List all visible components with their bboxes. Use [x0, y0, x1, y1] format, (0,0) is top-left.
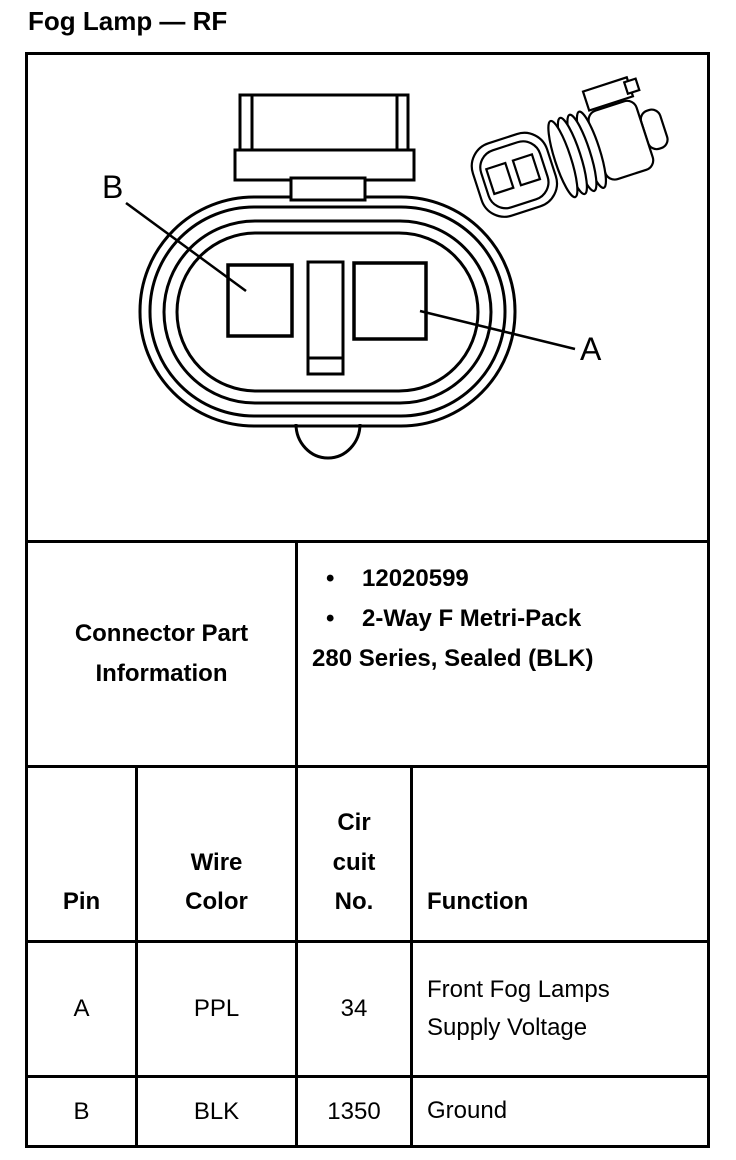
- pin-table-header-row: Pin Wire Color Cir cuit No. Function: [28, 765, 707, 940]
- wire-color-cell: PPL: [138, 943, 298, 1075]
- bullet-icon: •: [326, 565, 335, 592]
- connector-info-content-cell: • 12020599 • 2-Way F Metri-Pack 280 Seri…: [298, 543, 707, 765]
- connector-seal-ribs: [547, 110, 608, 199]
- bullet-icon: •: [326, 605, 335, 632]
- connector-face-diagram: [125, 75, 669, 460]
- connector-info-row: Connector Part Information • 12020599 • …: [28, 540, 707, 765]
- circuit-no-cell: 34: [298, 943, 413, 1075]
- series-note: 280 Series, Sealed (BLK): [312, 645, 594, 672]
- connector-front-face: [470, 131, 559, 218]
- table-row-pin-a: A PPL 34 Front Fog Lamps Supply Voltage: [28, 940, 707, 1075]
- circuit-no-cell: 1350: [298, 1078, 413, 1145]
- col-header-circuit-no: Cir cuit No.: [298, 768, 413, 940]
- col-header-function: Function: [427, 888, 529, 916]
- pin-label-a: A: [580, 331, 602, 367]
- function-cell: Ground: [427, 1097, 508, 1125]
- page-title: Fog Lamp — RF: [28, 6, 228, 36]
- pin-cell: A: [28, 943, 138, 1075]
- connector-3d-view: [470, 75, 669, 218]
- wire-color-cell: BLK: [138, 1078, 298, 1145]
- terminal-cavity-b: [226, 263, 294, 338]
- connector-latch: [581, 75, 641, 112]
- leader-line-b: [125, 201, 247, 293]
- connector-face-front-view: [125, 93, 576, 460]
- connector-lock-tab: [233, 93, 416, 202]
- alignment-bump: [294, 423, 362, 460]
- function-cell: Front Fog Lamps Supply Voltage: [427, 975, 610, 1041]
- connector-type-item: • 2-Way F Metri-Pack: [326, 599, 699, 639]
- pin-label-b: B: [102, 169, 124, 205]
- col-header-pin: Pin: [28, 768, 138, 940]
- pin-cell: B: [28, 1078, 138, 1145]
- connector-document-table: B A Connector Part Information • 1202059…: [25, 52, 710, 1148]
- part-number: 12020599: [362, 565, 469, 592]
- part-number-item: • 12020599: [326, 559, 699, 599]
- connector-type: 2-Way F Metri-Pack: [362, 605, 582, 632]
- leader-line-a: [419, 309, 576, 351]
- connector-diagram-panel: B A: [28, 55, 707, 540]
- col-header-wire-color: Wire Color: [138, 768, 298, 940]
- center-key-rib: [306, 260, 345, 376]
- connector-seal-rings: [138, 195, 517, 428]
- table-row-pin-b: B BLK 1350 Ground: [28, 1075, 707, 1145]
- connector-info-label-cell: Connector Part Information: [28, 543, 298, 765]
- terminal-cavity-a: [352, 261, 428, 341]
